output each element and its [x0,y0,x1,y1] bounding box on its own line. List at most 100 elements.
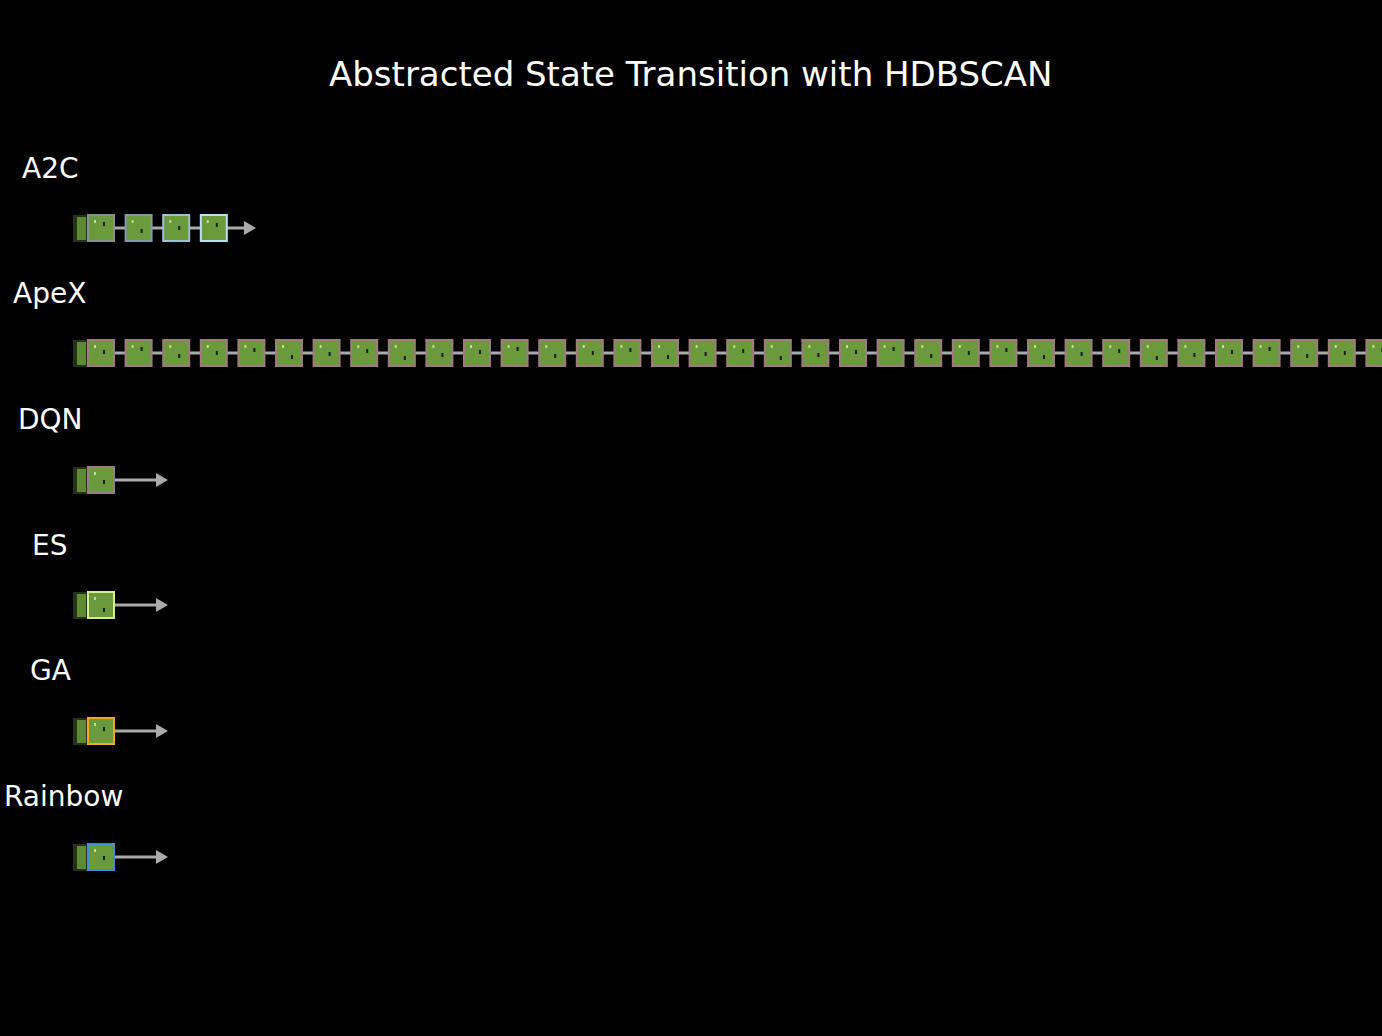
thumbnail-mark [667,355,669,359]
thumbnail-mark [1306,354,1308,358]
thumbnail-mark [846,345,848,348]
thumbnail-mark [207,345,209,348]
thumbnail-mark [1034,345,1036,348]
start-frame-fill [77,217,86,240]
thumbnail-mark [141,347,143,351]
state-thumbnail [1329,340,1355,366]
thumbnail-mark [282,345,284,348]
thumbnail-row [73,340,1382,367]
transition-line [415,352,427,355]
thumbnail-mark [1335,345,1337,348]
transition-line [114,856,158,859]
transition-line [114,352,126,355]
thumbnail-mark [696,345,698,348]
thumbnail-mark [855,350,857,354]
thumbnail-mark [94,723,96,726]
thumbnail-mark [658,345,660,348]
state-thumbnail [727,340,753,366]
thumbnail-mark [103,608,105,612]
start-frame [73,844,89,871]
thumbnail-mark [141,229,143,233]
thumbnail-mark [968,351,970,355]
thumbnail-row [73,592,168,619]
thumbnail-mark [959,345,961,348]
thumbnail-mark [1344,351,1346,355]
state-thumbnail [88,467,114,493]
thumbnail-mark [94,345,96,348]
thumbnail-mark [780,356,782,360]
state-thumbnail [652,340,678,366]
thumbnail-mark [742,349,744,353]
transition-line [904,352,916,355]
thumbnail-mark [620,345,622,348]
state-thumbnail [577,340,603,366]
transition-line [979,352,991,355]
transition-line [1204,352,1216,355]
transition-line [1242,352,1254,355]
thumbnail-mark [132,220,134,223]
arrow-head [244,221,256,235]
state-thumbnail [88,215,114,241]
thumbnail-row [73,467,168,494]
arrow-head [156,724,168,738]
thumbnail-row [73,718,168,745]
thumbnail-mark [329,352,331,356]
thumbnail-mark [1222,345,1224,348]
thumbnail-mark [592,351,594,355]
state-thumbnail [1366,340,1382,366]
state-thumbnail [953,340,979,366]
transition-line [152,227,164,230]
thumbnail-mark [1081,352,1083,356]
thumbnail-mark [291,355,293,359]
state-thumbnail [1066,340,1092,366]
thumbnail-mark [1372,345,1374,348]
thumbnail-mark [103,480,105,484]
transition-line [1280,352,1292,355]
thumbnail-mark [404,356,406,360]
transition-line [227,352,239,355]
state-thumbnail [765,340,791,366]
state-thumbnail [1178,340,1204,366]
state-thumbnail [88,718,114,744]
transition-line [1054,352,1066,355]
state-thumbnail [238,340,264,366]
transition-line [264,352,276,355]
thumbnail-row [73,215,256,242]
state-thumbnail [614,340,640,366]
thumbnail-mark [207,220,209,223]
thumbnail-mark [178,226,180,230]
transition-line [603,352,615,355]
transition-line [227,227,246,230]
row-label: A2C [22,152,79,185]
row-label: Rainbow [4,780,123,813]
thumbnail-mark [893,347,895,351]
state-thumbnail [201,215,227,241]
transition-line [791,352,803,355]
thumbnail-mark [94,849,96,852]
state-thumbnail [878,340,904,366]
thumbnail-mark [244,345,246,348]
thumbnail-mark [1193,353,1195,357]
transition-line [114,227,126,230]
transition-line [340,352,352,355]
state-thumbnail [915,340,941,366]
start-frame [73,467,89,494]
thumbnail-mark [930,354,932,358]
state-thumbnail [126,215,152,241]
transition-line [1317,352,1329,355]
transition-line [1355,352,1367,355]
transition-line [114,479,158,482]
state-thumbnail [690,340,716,366]
start-frame-fill [77,469,86,492]
thumbnail-mark [103,350,105,354]
transition-line [152,352,164,355]
state-thumbnail [1141,340,1167,366]
thumbnail-row [73,844,168,871]
thumbnail-mark [1260,345,1262,348]
state-thumbnail [502,340,528,366]
arrow-head [156,473,168,487]
transition-line [678,352,690,355]
thumbnail-mark [357,345,359,348]
state-thumbnail [1291,340,1317,366]
state-thumbnail [201,340,227,366]
